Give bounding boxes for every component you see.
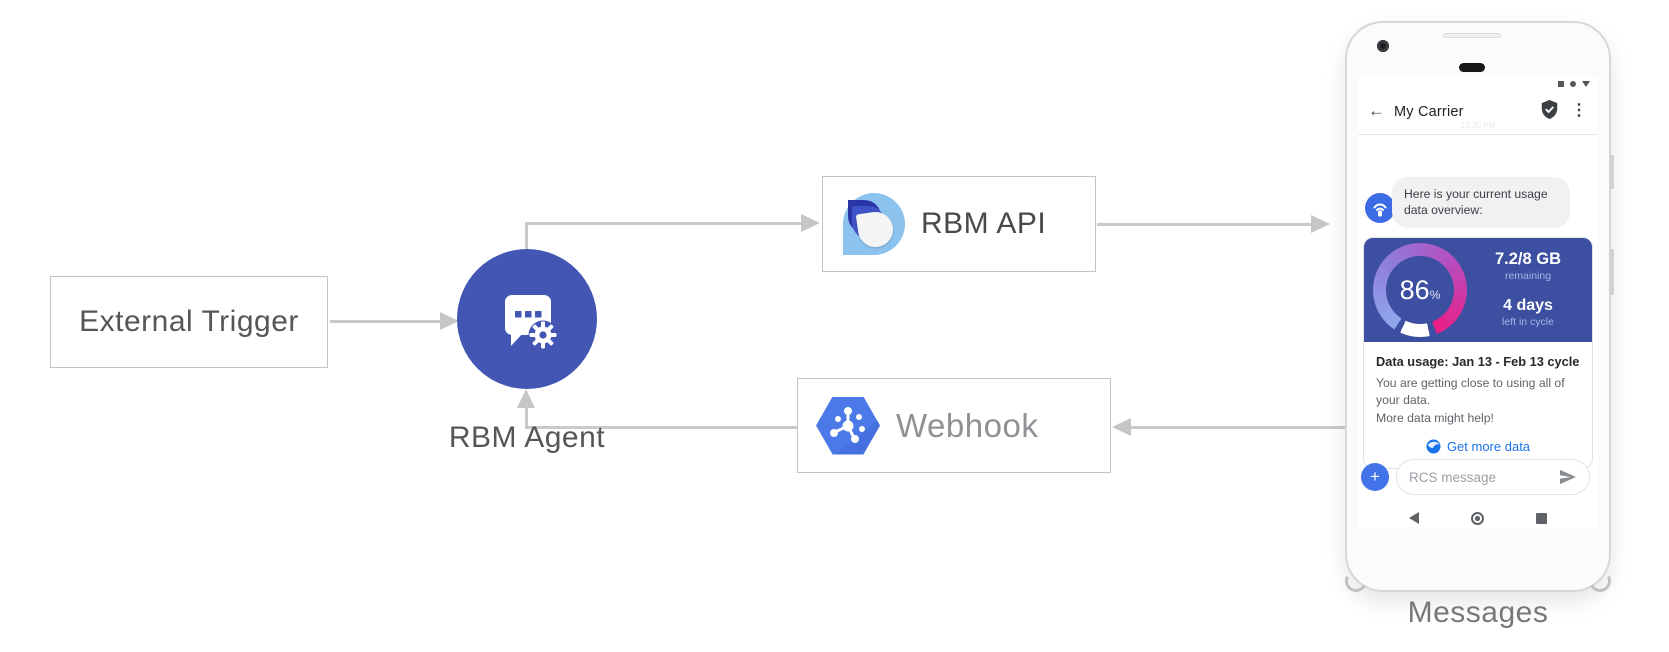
usage-card-body-line1: You are getting close to using all of yo… xyxy=(1376,376,1565,408)
arrow-external-to-agent xyxy=(330,320,442,323)
message-composer[interactable] xyxy=(1396,459,1590,495)
usage-percent: 86 xyxy=(1399,274,1430,305)
overflow-menu-icon[interactable]: ⋮ xyxy=(1571,102,1587,119)
attach-plus-button[interactable]: + xyxy=(1361,463,1389,491)
usage-percent-unit: % xyxy=(1429,288,1441,302)
rbm-api-box: RBM API xyxy=(822,176,1096,272)
globe-icon xyxy=(1426,439,1441,454)
arrowhead-webhook-to-agent xyxy=(517,389,535,408)
usage-card-body: Data usage: Jan 13 - Feb 13 cycle You ar… xyxy=(1364,342,1592,468)
status-bar xyxy=(1558,81,1590,87)
nav-recents-icon[interactable] xyxy=(1536,512,1547,524)
message-timestamp: 12:30 PM xyxy=(1460,121,1496,130)
data-usage-card: 86 % 7.2/8 GB remaining 4 days left in c… xyxy=(1363,237,1593,469)
chat-bubble: Here is your current usage data overview… xyxy=(1392,177,1570,228)
usage-card-body-line2: More data might help! xyxy=(1376,410,1494,425)
messages-caption: Messages xyxy=(1407,596,1549,629)
arrow-webhook-to-agent-horizontal xyxy=(525,426,797,429)
rbm-api-label: RBM API xyxy=(921,207,1047,240)
webhook-label: Webhook xyxy=(896,406,1039,444)
phone-mockup: ← My Carrier ⋮ 12:30 PM xyxy=(1342,21,1614,595)
send-icon[interactable] xyxy=(1559,469,1577,485)
status-square-icon xyxy=(1558,81,1564,87)
arrow-agent-to-api-vertical xyxy=(525,222,528,252)
earpiece-speaker xyxy=(1459,63,1485,72)
get-more-data-label: Get more data xyxy=(1446,438,1531,454)
phone-screen: ← My Carrier ⋮ 12:30 PM xyxy=(1358,77,1598,529)
usage-card-title: Data usage: Jan 13 - Feb 13 cycle xyxy=(1376,354,1580,369)
arrow-webhook-to-agent-vertical xyxy=(525,407,528,429)
arrow-agent-to-api-horizontal xyxy=(525,222,803,225)
android-nav-bar xyxy=(1358,507,1598,529)
status-dot-icon xyxy=(1570,81,1576,87)
carrier-avatar xyxy=(1365,193,1395,223)
rbm-api-logo-icon xyxy=(843,193,905,255)
proximity-sensor-slot xyxy=(1443,33,1501,38)
arrowhead-external-to-agent xyxy=(440,312,459,330)
arrow-phone-to-webhook xyxy=(1131,426,1345,429)
back-arrow-icon[interactable]: ← xyxy=(1368,101,1385,120)
data-remaining-amount: 7.2/8 GB xyxy=(1494,250,1562,268)
antenna-icon xyxy=(1373,203,1387,217)
get-more-data-button[interactable]: Get more data xyxy=(1376,439,1580,454)
rbm-agent-node xyxy=(457,249,597,389)
chat-agent-icon xyxy=(505,295,558,350)
front-camera-icon xyxy=(1377,40,1389,52)
verified-shield-icon xyxy=(1541,100,1558,124)
power-button xyxy=(1609,155,1614,189)
rcs-message-input[interactable] xyxy=(1409,469,1551,485)
usage-gauge-panel: 86 % 7.2/8 GB remaining 4 days left in c… xyxy=(1364,238,1592,342)
conversation-title: My Carrier xyxy=(1394,104,1464,120)
bubble-line1: Here is your current usage xyxy=(1404,187,1548,201)
rbm-agent-label: RBM Agent xyxy=(448,421,606,454)
arrow-api-to-phone xyxy=(1097,223,1313,226)
days-left: 4 days xyxy=(1503,297,1553,314)
antenna-band-left xyxy=(1342,567,1370,595)
external-trigger-label: External Trigger xyxy=(79,305,299,338)
external-trigger-box: External Trigger xyxy=(50,276,328,368)
gear-icon xyxy=(528,320,558,350)
arrowhead-agent-to-api xyxy=(801,214,820,232)
webhook-box: Webhook xyxy=(797,378,1111,473)
conversation-header: ← My Carrier ⋮ xyxy=(1358,93,1598,133)
nav-back-icon[interactable] xyxy=(1409,512,1419,524)
usage-gauge-ring: 86 % xyxy=(1373,243,1467,337)
cloud-hexagon-icon xyxy=(816,396,880,455)
arrowhead-phone-to-webhook xyxy=(1112,418,1131,436)
hub-spoke-icon xyxy=(830,406,865,443)
antenna-band-right xyxy=(1586,567,1614,595)
volume-button xyxy=(1609,249,1614,295)
days-left-sub: left in cycle xyxy=(1502,316,1554,328)
bubble-line2: data overview: xyxy=(1404,203,1483,218)
header-divider xyxy=(1358,134,1598,135)
status-triangle-icon xyxy=(1582,81,1590,87)
nav-home-icon[interactable] xyxy=(1471,511,1484,525)
arrowhead-api-to-phone xyxy=(1311,215,1330,233)
data-remaining-sub: remaining xyxy=(1504,270,1552,282)
